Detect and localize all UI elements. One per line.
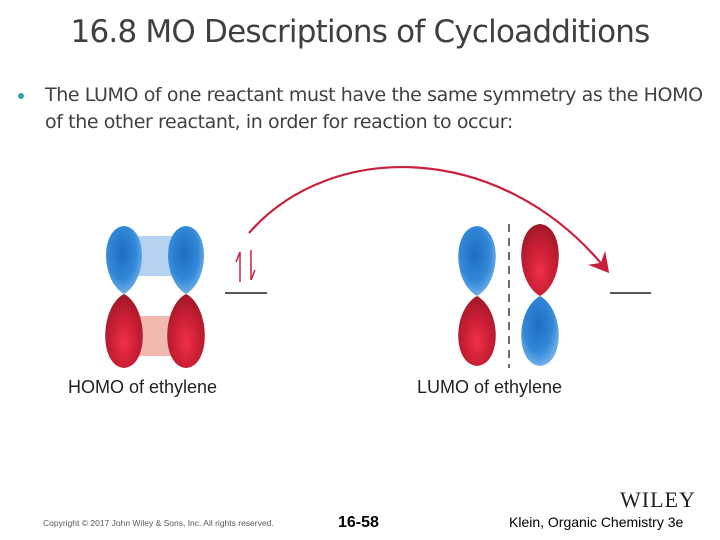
bullet-dot-icon	[18, 93, 24, 99]
book-title: Klein, Organic Chemistry 3e	[509, 514, 684, 530]
slide-title: 16.8 MO Descriptions of Cycloadditions	[70, 14, 651, 50]
electron-pair-icon	[235, 250, 256, 282]
curved-arrow-icon	[248, 166, 610, 274]
lumo-orbital-icon	[458, 224, 559, 368]
homo-orbital-icon	[105, 226, 205, 368]
bullet-text: The LUMO of one reactant must have the s…	[45, 84, 703, 133]
homo-caption: HOMO of ethylene	[68, 377, 218, 397]
lumo-caption: LUMO of ethylene	[417, 377, 563, 397]
wiley-logo: WILEY	[620, 487, 696, 512]
copyright-text: Copyright © 2017 John Wiley & Sons, Inc.…	[43, 518, 274, 528]
page-number: 16-58	[338, 514, 379, 531]
